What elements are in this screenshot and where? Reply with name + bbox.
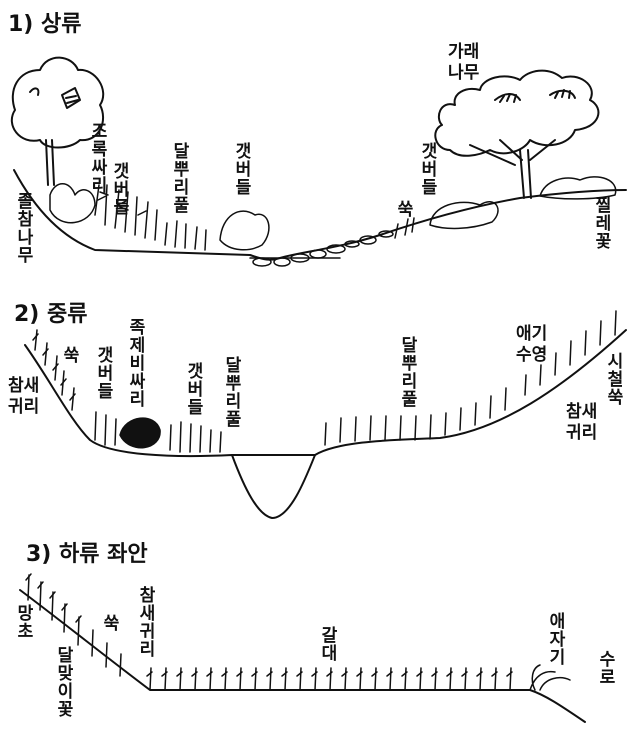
label-gaet-1: 갯버들	[110, 162, 127, 216]
label-jjillae: 찔레꽃	[592, 196, 609, 250]
label-dalppuri-1: 달뿌리풀	[222, 356, 239, 428]
label-chamsae-1: 참새 귀리	[8, 376, 39, 419]
label-aegi: 애기 수영	[516, 324, 547, 367]
label-suro: 수로	[596, 650, 613, 686]
label-garae-line1: 가래	[448, 42, 479, 62]
label-garae: 가래 나무	[448, 42, 479, 85]
label-chamsae-3: 참새귀리	[136, 586, 153, 658]
label-gaet-5: 갯버들	[184, 362, 201, 416]
label-chamsae-2-line2: 귀리	[566, 423, 597, 443]
section-1-title: 1) 상류	[8, 6, 82, 38]
label-aegi-line1: 애기	[516, 324, 547, 344]
label-dalmaji: 달맞이꽃	[54, 646, 71, 718]
label-ssuk-1: 쑥	[394, 200, 411, 218]
label-chamsae-2-line1: 참새	[566, 402, 597, 422]
downstream-plants	[26, 574, 570, 690]
label-chamsae-1-line1: 참새	[8, 376, 39, 396]
label-ssuk-3: 쑥	[100, 614, 117, 632]
label-jolcham: 졸참나무	[14, 192, 31, 264]
label-jorok: 조록싸리	[88, 122, 105, 194]
label-garae-line2: 나무	[448, 63, 479, 83]
label-chamsae-1-line2: 귀리	[8, 397, 39, 417]
label-aeja: 애자기	[546, 612, 563, 666]
label-dalppuri-2: 달뿌리풀	[398, 336, 415, 408]
label-jokje: 족제비싸리	[126, 318, 143, 408]
label-gaet-3: 갯버들	[418, 142, 435, 196]
downstream-ground-line	[20, 590, 585, 722]
label-sicheol: 시철쑥	[604, 352, 621, 406]
label-chamsae-2: 참새 귀리	[566, 402, 597, 445]
label-ssuk-2: 쑥	[60, 346, 77, 364]
label-galdae: 갈대	[318, 626, 335, 662]
label-mangcho: 망초	[14, 604, 31, 640]
label-dalppuri: 달뿌리풀	[170, 142, 187, 214]
section-2-title: 2) 중류	[14, 296, 88, 328]
label-gaet-4: 갯버들	[94, 346, 111, 400]
section-3-title: 3) 하류 좌안	[26, 536, 148, 568]
label-aegi-line2: 수영	[516, 345, 547, 365]
label-gaet-2: 갯버들	[232, 142, 249, 196]
